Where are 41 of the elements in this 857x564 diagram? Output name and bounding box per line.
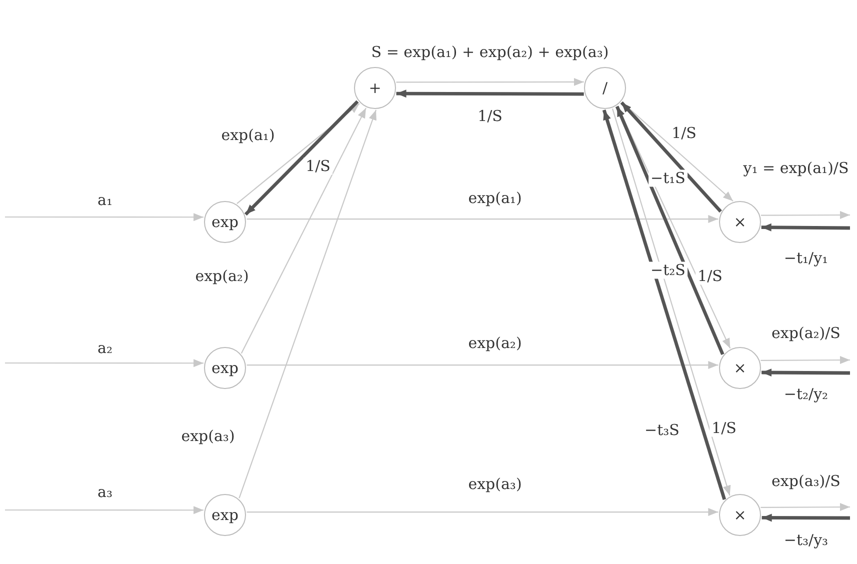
arrow [5, 506, 204, 514]
arrow [5, 213, 204, 222]
edge-label: −t₂S [648, 262, 688, 278]
edge-label: exp(a₂) [466, 334, 524, 352]
edge-label: exp(a₃)/S [770, 472, 842, 490]
arrow [620, 101, 722, 213]
edge-label: exp(a₃) [466, 476, 524, 492]
arrow [760, 503, 850, 512]
operation-node: × [719, 201, 761, 243]
arrow [240, 108, 366, 354]
edge-label: y₁ = exp(a₁)/S [741, 160, 851, 176]
edge-label: 1/S [696, 268, 724, 284]
edge-label: exp(a₃) [179, 428, 237, 444]
operation-node: exp [204, 494, 246, 536]
edge-label: exp(a₁) [219, 126, 277, 144]
arrow [246, 361, 718, 370]
arrow [622, 102, 734, 202]
arrow [246, 215, 718, 224]
arrow [760, 356, 850, 364]
operation-node: + [354, 67, 396, 109]
edge-label: exp(a₂) [193, 268, 251, 284]
arrow [760, 211, 850, 220]
edge-label: exp(a₂)/S [770, 324, 842, 342]
arrow [761, 223, 850, 232]
arrow [396, 78, 584, 86]
arrow [238, 110, 377, 498]
arrow [762, 514, 850, 522]
operation-node: exp [204, 347, 246, 389]
operation-node: × [719, 347, 761, 389]
edge-label: 1/S [710, 420, 738, 436]
arrow [5, 359, 204, 368]
arrow [396, 90, 584, 98]
arrow [762, 368, 850, 377]
arrow [246, 508, 718, 516]
operation-node: × [719, 494, 761, 536]
edge-label: exp(a₁) [466, 190, 524, 206]
operation-node: / [584, 67, 626, 109]
operation-node: exp [204, 201, 246, 243]
edge-label: −t₁S [648, 170, 688, 186]
arrow [244, 100, 359, 216]
edge-label: 1/S [304, 158, 332, 174]
